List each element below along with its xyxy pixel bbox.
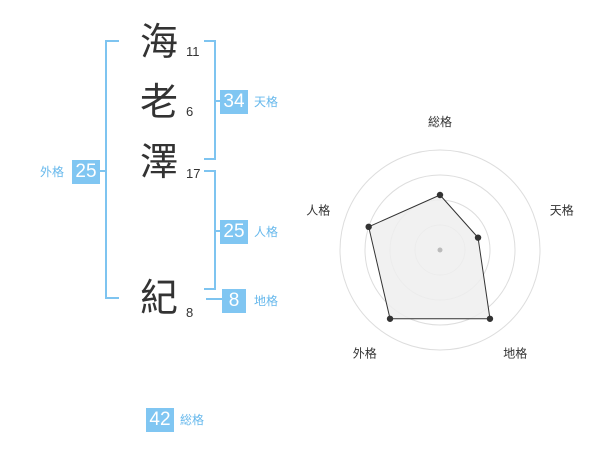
radar-ring: [339, 149, 541, 351]
radar-ring: [364, 174, 516, 326]
radar-axis-label: 天格: [550, 202, 574, 217]
chikaku-connector: [206, 298, 222, 300]
radar-data-point: [386, 315, 394, 322]
name-char-4: 紀: [140, 276, 179, 320]
name-char-1: 海: [140, 20, 179, 64]
stroke-count-2: 6: [186, 104, 194, 119]
gaikaku-label: 外格: [40, 165, 65, 179]
name-char-2: 老: [140, 80, 179, 124]
radar-data-point: [486, 315, 494, 322]
stroke-count-3: 17: [186, 166, 201, 181]
chikaku-value: 8: [222, 289, 246, 313]
gaikaku-bracket-line: [105, 40, 107, 299]
jinkaku-bracket-bottom: [204, 288, 216, 290]
radar-data-polygon: [368, 194, 491, 320]
radar-data-point: [436, 191, 444, 199]
name-char-3: 澤: [140, 140, 179, 184]
chikaku-label: 地格: [254, 294, 279, 308]
radar-data-point: [365, 223, 372, 231]
radar-axis-label: 地格: [503, 346, 527, 361]
radar-axis-label: 総格: [428, 115, 452, 129]
radar-axis-label: 人格: [306, 202, 330, 217]
jinkaku-value: 25: [220, 220, 248, 244]
gaikaku-bracket-tick: [100, 170, 106, 172]
stroke-count-1: 11: [186, 44, 200, 59]
tenkaku-label: 天格: [254, 95, 279, 109]
stroke-count-4: 8: [186, 305, 194, 320]
soukaku-value: 42: [146, 408, 174, 432]
radar-data-point: [474, 234, 482, 241]
jinkaku-label: 人格: [254, 225, 279, 239]
jinkaku-bracket-tick: [214, 230, 222, 232]
soukaku-label: 総格: [180, 413, 205, 427]
tenkaku-bracket-top: [204, 40, 216, 42]
radar-center-dot: [437, 247, 443, 253]
gaikaku-bracket-bottom: [105, 297, 119, 299]
radar-axis-label: 外格: [353, 346, 377, 361]
tenkaku-bracket-bottom: [204, 158, 216, 160]
jinkaku-bracket-top: [204, 170, 216, 172]
gaikaku-bracket-top: [105, 40, 119, 42]
tenkaku-value: 34: [220, 90, 248, 114]
tenkaku-bracket-tick: [214, 100, 222, 102]
gaikaku-value: 25: [72, 160, 100, 184]
